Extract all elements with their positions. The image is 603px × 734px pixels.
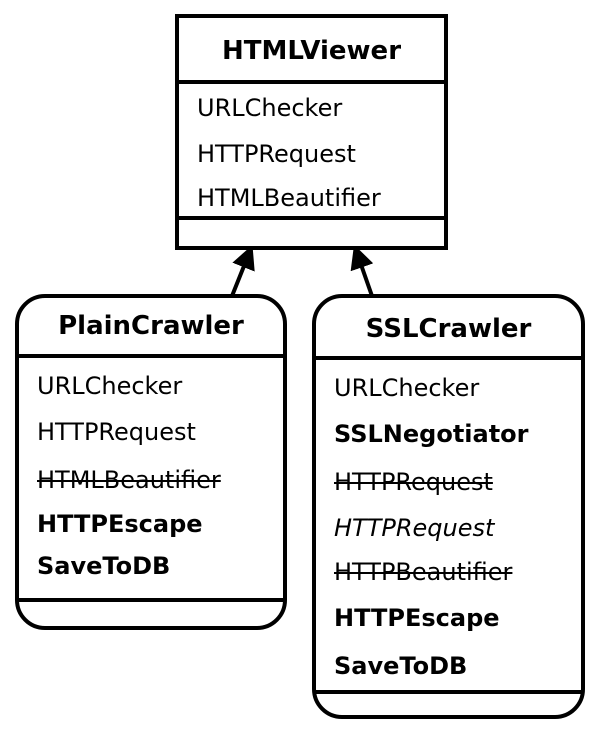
attribute-item: HTTPRequest <box>197 140 356 168</box>
edge-sslcrawler-to-htmlviewer <box>350 244 374 297</box>
edge-plaincrawler-to-htmlviewer <box>230 244 255 297</box>
attribute-item: HTMLBeautifier <box>197 184 381 212</box>
attribute-item: URLChecker <box>334 374 480 402</box>
class-sslcrawler: SSLCrawler URLChecker SSLNegotiator HTTP… <box>312 294 585 719</box>
method-section <box>19 598 283 626</box>
attribute-item: HTMLBeautifier <box>37 466 221 494</box>
attribute-item: SaveToDB <box>334 652 468 680</box>
attribute-item: URLChecker <box>197 94 343 122</box>
attribute-item: SaveToDB <box>37 552 171 580</box>
attribute-list: URLChecker HTTPRequest HTMLBeautifier HT… <box>19 358 283 598</box>
class-name: HTMLViewer <box>179 18 444 84</box>
method-section <box>179 216 444 246</box>
attribute-item: HTTPBeautifier <box>334 558 513 586</box>
attribute-list: URLChecker HTTPRequest HTMLBeautifier <box>179 84 444 216</box>
attribute-item: HTTPRequest <box>334 468 493 496</box>
class-plaincrawler: PlainCrawler URLChecker HTTPRequest HTML… <box>15 294 287 630</box>
method-section <box>316 690 581 715</box>
attribute-item: HTTPEscape <box>37 510 203 538</box>
attribute-item: HTTPEscape <box>334 604 500 632</box>
attribute-item: HTTPRequest <box>37 418 196 446</box>
attribute-list: URLChecker SSLNegotiator HTTPRequest HTT… <box>316 360 581 690</box>
class-htmlviewer: HTMLViewer URLChecker HTTPRequest HTMLBe… <box>175 14 448 250</box>
attribute-item: SSLNegotiator <box>334 420 529 448</box>
attribute-item: URLChecker <box>37 372 183 400</box>
class-name: SSLCrawler <box>316 298 581 360</box>
attribute-item: HTTPRequest <box>334 514 495 542</box>
class-name: PlainCrawler <box>19 298 283 358</box>
